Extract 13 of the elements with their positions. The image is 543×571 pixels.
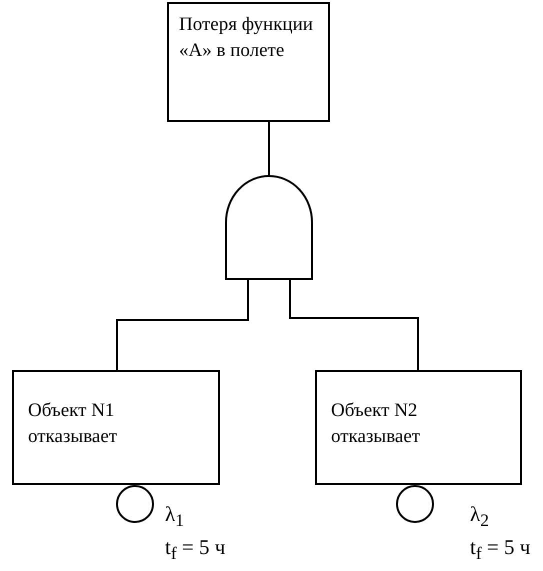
event-parameter: λ$_{2}$ xyxy=(470,501,490,532)
connector-line xyxy=(116,280,249,370)
event-text: Объект N2 отказывает xyxy=(331,399,422,449)
event-parameter: t$_{f}$ = 5 ч xyxy=(165,534,226,565)
event-box xyxy=(315,370,522,485)
event-box xyxy=(12,370,220,485)
event-parameter: t$_{f}$ = 5 ч xyxy=(470,534,530,565)
connector-line xyxy=(268,122,270,175)
event-text: Объект N1 отказывает xyxy=(28,399,118,449)
event-box xyxy=(167,2,330,122)
event-text: Потеря функции «А» в полете xyxy=(179,13,314,63)
event-parameter: λ$_{1}$ xyxy=(165,501,185,532)
connector-line xyxy=(289,280,419,370)
